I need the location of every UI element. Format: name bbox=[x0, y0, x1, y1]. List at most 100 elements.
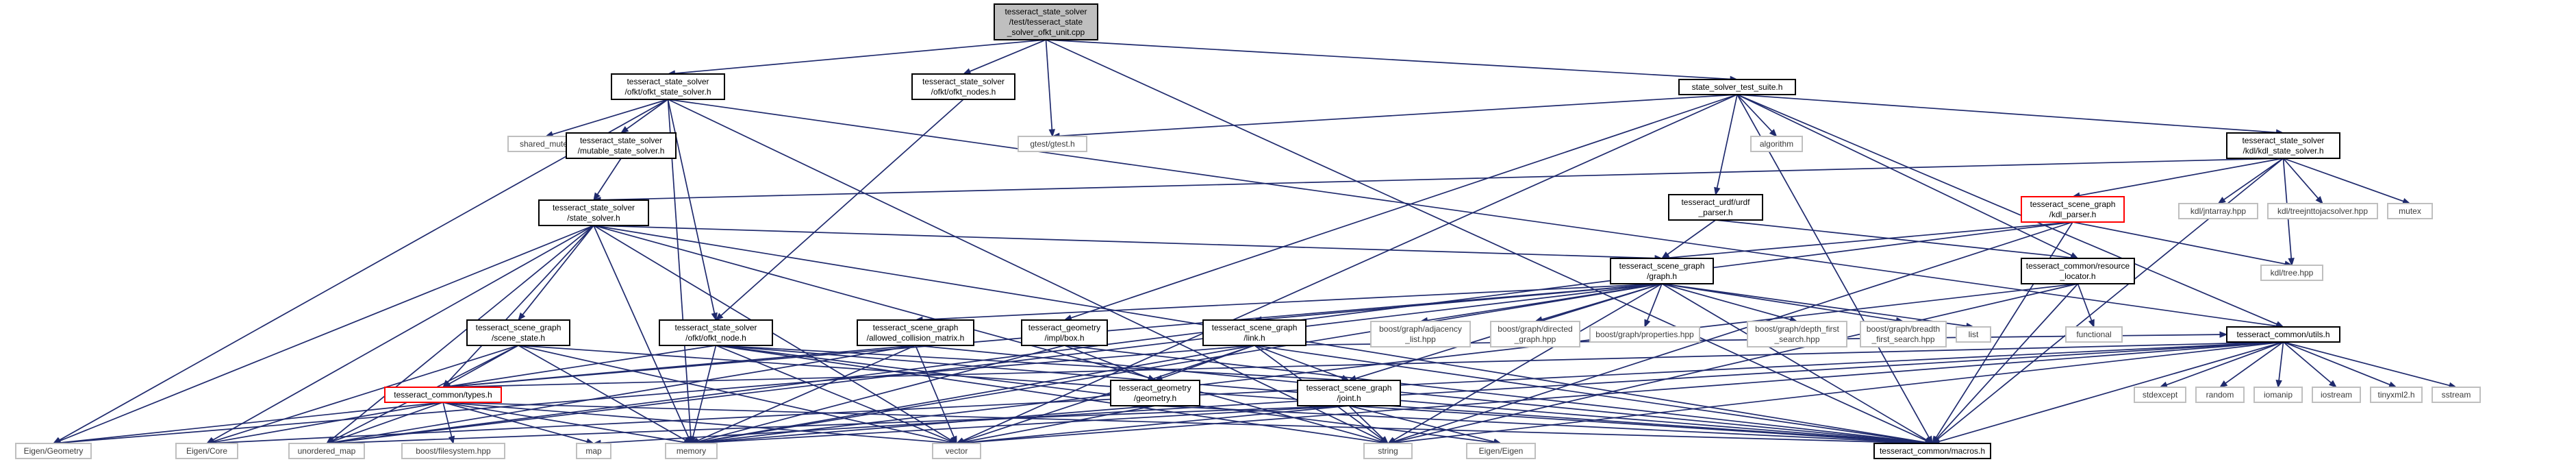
edge-ofkt-node-to-joint bbox=[716, 345, 1343, 381]
edge-common-utils-to-common-types bbox=[449, 341, 2284, 388]
node-state-solver-test-suite[interactable]: state_solver_test_suite.h bbox=[1678, 79, 1796, 95]
edge-state-solver-to-scene-state bbox=[522, 225, 594, 315]
node-boost-prop: boost/graph/properties.hpp bbox=[1589, 326, 1700, 343]
edge-arrowhead bbox=[620, 126, 629, 134]
edge-common-types-to-macros bbox=[442, 402, 1926, 444]
node-box bbox=[1747, 321, 1847, 347]
edge-state-solver-test-suite-to-resource-locator bbox=[1737, 94, 2072, 256]
node-kdl-jntarray: kdl/jntarray.hpp bbox=[2178, 203, 2258, 219]
node-joint[interactable]: tesseract_scene_graph/joint.h bbox=[1297, 380, 1401, 406]
node-box bbox=[401, 443, 505, 459]
node-box bbox=[994, 3, 1098, 40]
edge-ofkt-node-to-memory bbox=[692, 345, 717, 437]
node-box bbox=[384, 387, 502, 403]
node-box bbox=[1860, 321, 1947, 347]
edge-joint-to-macros bbox=[1348, 405, 1926, 444]
edge-kdl-state-solver-to-mutex bbox=[2283, 158, 2404, 202]
node-urdf-parser[interactable]: tesseract_urdf/urdf_parser.h bbox=[1668, 194, 1763, 221]
node-label: Eigen/Eigen bbox=[1479, 446, 1524, 456]
edge-state-solver-to-common-types bbox=[447, 225, 594, 383]
node-box bbox=[1589, 326, 1700, 343]
node-kdl-state-solver[interactable]: tesseract_state_solver/kdl/kdl_state_sol… bbox=[2226, 132, 2340, 159]
edge-arrowhead bbox=[2315, 195, 2323, 205]
node-label: /allowed_collision_matrix.h bbox=[867, 333, 965, 343]
node-label: stdexcept bbox=[2143, 390, 2178, 400]
edge-graph-to-acm bbox=[922, 283, 1663, 321]
edge-impl-box-to-geometry bbox=[1064, 345, 1149, 379]
edge-ofkt-node-to-common-types bbox=[449, 345, 716, 387]
node-label: shared_mutex bbox=[520, 139, 572, 149]
node-ofkt-state-solver[interactable]: tesseract_state_solver/ofkt/ofkt_state_s… bbox=[611, 73, 725, 100]
node-label: /kdl/kdl_state_solver.h bbox=[2243, 146, 2323, 156]
edge-acm-to-common-types bbox=[449, 345, 916, 387]
node-label: tesseract_state_solver bbox=[2242, 136, 2324, 145]
node-label: boost/graph/depth_first bbox=[1755, 324, 1839, 334]
node-common-types[interactable]: tesseract_common/types.h bbox=[384, 387, 502, 403]
edge-arrowhead bbox=[518, 312, 526, 321]
node-ofkt-nodes[interactable]: tesseract_state_solver/ofkt/ofkt_nodes.h bbox=[911, 73, 1015, 100]
edge-kdl-state-solver-to-state-solver bbox=[600, 158, 2284, 201]
node-label: boost/graph/breadth bbox=[1867, 324, 1940, 334]
node-label: string bbox=[1378, 446, 1398, 456]
node-box bbox=[1610, 258, 1714, 284]
node-label: _first_search.hpp bbox=[1871, 334, 1934, 344]
node-label: _parser.h bbox=[1697, 208, 1732, 217]
node-state-solver[interactable]: tesseract_state_solver/state_solver.h bbox=[538, 199, 649, 226]
node-geometry[interactable]: tesseract_geometry/geometry.h bbox=[1110, 380, 1200, 406]
edge-arrowhead bbox=[2275, 380, 2282, 389]
node-box bbox=[2432, 387, 2481, 403]
node-root[interactable]: tesseract_state_solver/test/tesseract_st… bbox=[994, 3, 1098, 40]
node-label: kdl/tree.hpp bbox=[2271, 268, 2314, 278]
node-label: /ofkt/ofkt_state_solver.h bbox=[624, 87, 711, 97]
edge-arrowhead bbox=[2088, 319, 2095, 328]
node-box bbox=[2312, 387, 2361, 403]
edge-root-to-gtest bbox=[1045, 39, 1053, 130]
node-box bbox=[15, 443, 92, 459]
edge-common-utils-to-random bbox=[2225, 341, 2284, 384]
edge-arrowhead bbox=[950, 435, 957, 445]
node-label: tinyxml2.h bbox=[2377, 390, 2414, 400]
edge-ofkt-state-solver-to-string bbox=[668, 99, 1382, 441]
node-resource-locator[interactable]: tesseract_common/resource_locator.h bbox=[2021, 258, 2135, 284]
node-box bbox=[2387, 203, 2433, 219]
node-box bbox=[1370, 321, 1471, 347]
node-label: tesseract_scene_graph bbox=[1619, 261, 1705, 271]
edge-state-solver-test-suite-to-impl-box bbox=[1070, 94, 1738, 319]
node-mutable-state-solver[interactable]: tesseract_state_solver/mutable_state_sol… bbox=[566, 132, 677, 159]
edge-arrowhead bbox=[715, 313, 724, 321]
edge-joint-to-string bbox=[1348, 405, 1384, 439]
node-label: list bbox=[1969, 330, 1979, 339]
node-kdl-parser[interactable]: tesseract_scene_graph/kdl_parser.h bbox=[2021, 196, 2125, 223]
edge-urdf-parser-to-resource-locator bbox=[1715, 219, 2071, 258]
node-impl-box[interactable]: tesseract_geometry/impl/box.h bbox=[1021, 319, 1108, 346]
node-acm[interactable]: tesseract_scene_graph/allowed_collision_… bbox=[857, 319, 974, 346]
edge-common-types-to-vector bbox=[442, 402, 950, 444]
node-scene-state[interactable]: tesseract_scene_graph/scene_state.h bbox=[466, 319, 570, 346]
node-common-utils[interactable]: tesseract_common/utils.h bbox=[2226, 326, 2340, 343]
edge-common-utils-to-eigen-core bbox=[213, 341, 2284, 444]
node-graph[interactable]: tesseract_scene_graph/graph.h bbox=[1610, 258, 1714, 284]
node-label: tesseract_state_solver bbox=[553, 203, 635, 212]
node-link[interactable]: tesseract_scene_graph/link.h bbox=[1202, 319, 1306, 346]
node-box bbox=[288, 443, 365, 459]
edge-link-to-eigen-geometry bbox=[60, 345, 1255, 444]
node-box bbox=[857, 319, 974, 346]
node-label: tesseract_scene_graph bbox=[1212, 323, 1298, 332]
edge-ofkt-state-solver-to-shared-mutex bbox=[552, 99, 668, 135]
node-iostream: iostream bbox=[2312, 387, 2361, 403]
node-gtest: gtest/gtest.h bbox=[1018, 136, 1087, 152]
node-box bbox=[932, 443, 981, 459]
node-label: tesseract_scene_graph bbox=[1306, 383, 1392, 393]
node-label: Eigen/Core bbox=[186, 446, 227, 456]
node-memory: memory bbox=[665, 443, 718, 459]
node-ofkt-node[interactable]: tesseract_state_solver/ofkt/ofkt_node.h bbox=[659, 319, 773, 346]
edge-acm-to-memory bbox=[697, 345, 916, 441]
edge-state-solver-to-eigen-core bbox=[212, 225, 594, 441]
node-functional: functional bbox=[2065, 326, 2123, 343]
edge-common-utils-to-stdexcept bbox=[2166, 341, 2284, 386]
edge-geometry-to-vector bbox=[963, 405, 1156, 443]
node-label: sstream bbox=[2442, 390, 2471, 400]
node-macros[interactable]: tesseract_common/macros.h bbox=[1873, 443, 1991, 459]
node-box bbox=[1466, 443, 1536, 459]
node-label: map bbox=[585, 446, 602, 456]
